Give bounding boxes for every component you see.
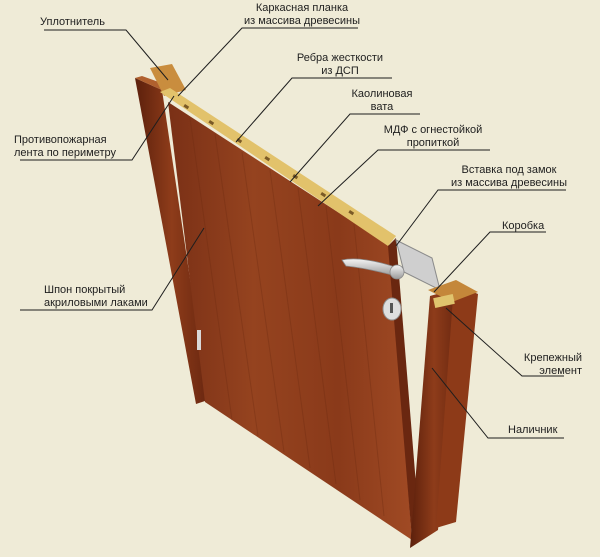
label-veneer-line2: акриловыми лаками [44, 297, 148, 309]
lock-insert [395, 239, 441, 291]
label-ribs: Ребра жесткости из ДСП [285, 52, 395, 78]
door-handle [341, 258, 405, 280]
label-casing: Наличник [508, 424, 557, 437]
label-box: Коробка [502, 220, 544, 233]
lock-cylinder [382, 297, 402, 321]
label-ribs-line1: Ребра жесткости [296, 52, 384, 64]
label-frame-strip-line1: Каркасная планка [255, 2, 349, 14]
right-casing [436, 284, 478, 528]
right-frame-box [410, 288, 458, 548]
fastener-element [433, 294, 455, 308]
label-mdf-line2: пропиткой [406, 137, 460, 149]
label-casing-text: Наличник [508, 424, 558, 436]
label-kaolin-line2: вата [370, 101, 394, 113]
left-frame-jamb [135, 78, 208, 404]
hinge [197, 330, 201, 350]
label-fire-tape: Противопожарная лента по периметру [14, 134, 116, 160]
label-kaolin: Каолиновая вата [342, 88, 422, 114]
label-lock-insert: Вставка под замок из массива древесины [444, 164, 574, 190]
label-frame-strip-line2: из массива древесины [243, 15, 361, 27]
label-lock-insert-line2: из массива древесины [450, 177, 568, 189]
leader-lines [20, 27, 566, 439]
label-lock-insert-line1: Вставка под замок [461, 164, 557, 176]
label-veneer: Шпон покрытый акриловыми лаками [44, 284, 148, 310]
core-ribs [183, 103, 355, 216]
label-kaolin-line1: Каолиновая [351, 88, 413, 100]
label-fastener: Крепежный элемент [506, 352, 582, 378]
label-fire-tape-line2: лента по периметру [14, 147, 117, 159]
label-fastener-line2: элемент [539, 365, 582, 377]
right-frame-top [428, 280, 478, 302]
label-seal-text: Уплотнитель [40, 16, 105, 28]
label-frame-strip: Каркасная планка из массива древесины [232, 2, 372, 28]
label-fastener-line1: Крепежный [523, 352, 582, 364]
label-mdf-line1: МДФ с огнестойкой [383, 124, 483, 136]
label-seal: Уплотнитель [40, 16, 105, 29]
label-box-text: Коробка [502, 220, 545, 232]
label-mdf: МДФ с огнестойкой пропиткой [372, 124, 494, 150]
label-veneer-line1: Шпон покрытый [44, 284, 126, 296]
door-leaf [168, 102, 412, 540]
door-top-edge [160, 88, 396, 246]
wood-grain [189, 117, 385, 517]
label-fire-tape-line1: Противопожарная [14, 134, 107, 146]
label-ribs-line2: из ДСП [321, 65, 359, 77]
